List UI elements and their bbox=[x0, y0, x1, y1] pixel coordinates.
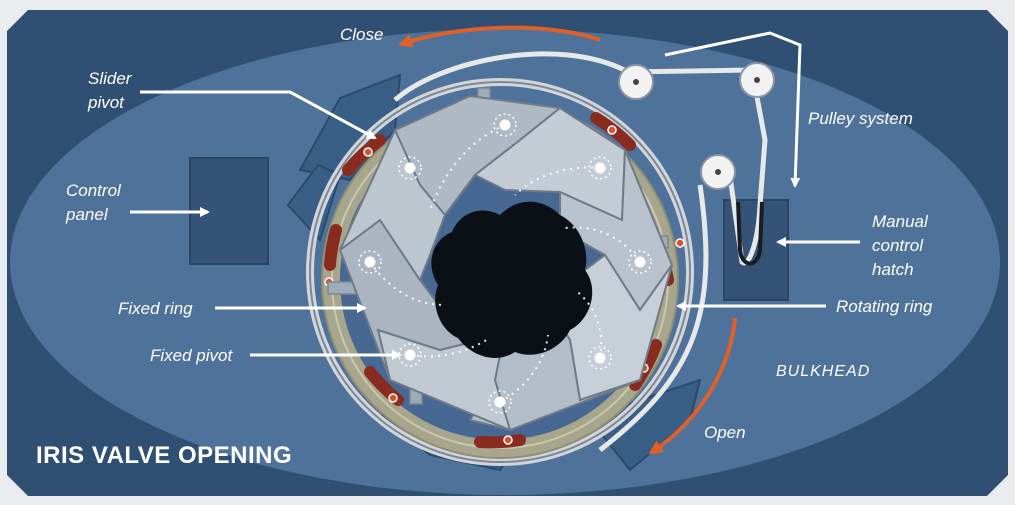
bulkhead-label: BULKHEAD bbox=[776, 363, 870, 380]
slider-pivot-label-line1: Slider bbox=[88, 69, 133, 88]
pulleys bbox=[618, 62, 775, 190]
callout-arrows bbox=[130, 31, 860, 360]
open-arrow bbox=[648, 317, 737, 455]
control-panel-label-line1: Control bbox=[66, 181, 122, 200]
open-label: Open bbox=[704, 423, 746, 442]
blade-motion-paths bbox=[369, 124, 641, 403]
fixed-ring-label: Fixed ring bbox=[118, 299, 193, 318]
manual-hatch-label-line3: hatch bbox=[872, 260, 914, 279]
manual-hatch-label-line1: Manual bbox=[872, 212, 929, 231]
control-panel-label-line2: panel bbox=[65, 205, 109, 224]
pulley-cable bbox=[393, 51, 768, 266]
close-arrow bbox=[398, 25, 601, 48]
rotating-ring-label: Rotating ring bbox=[836, 297, 933, 316]
manual-hatch-label-line2: control bbox=[872, 236, 924, 255]
pulley-system-label: Pulley system bbox=[808, 109, 913, 128]
close-label: Close bbox=[340, 25, 383, 44]
hatch-handle bbox=[736, 201, 764, 266]
iris-blade bbox=[339, 127, 447, 283]
diagram-title: IRIS VALVE OPENING bbox=[36, 442, 292, 469]
aperture bbox=[431, 201, 593, 358]
slider-pivot-label-line2: pivot bbox=[87, 93, 125, 112]
fixed-pivot-label: Fixed pivot bbox=[150, 346, 233, 365]
fixed-pivots bbox=[358, 113, 652, 414]
